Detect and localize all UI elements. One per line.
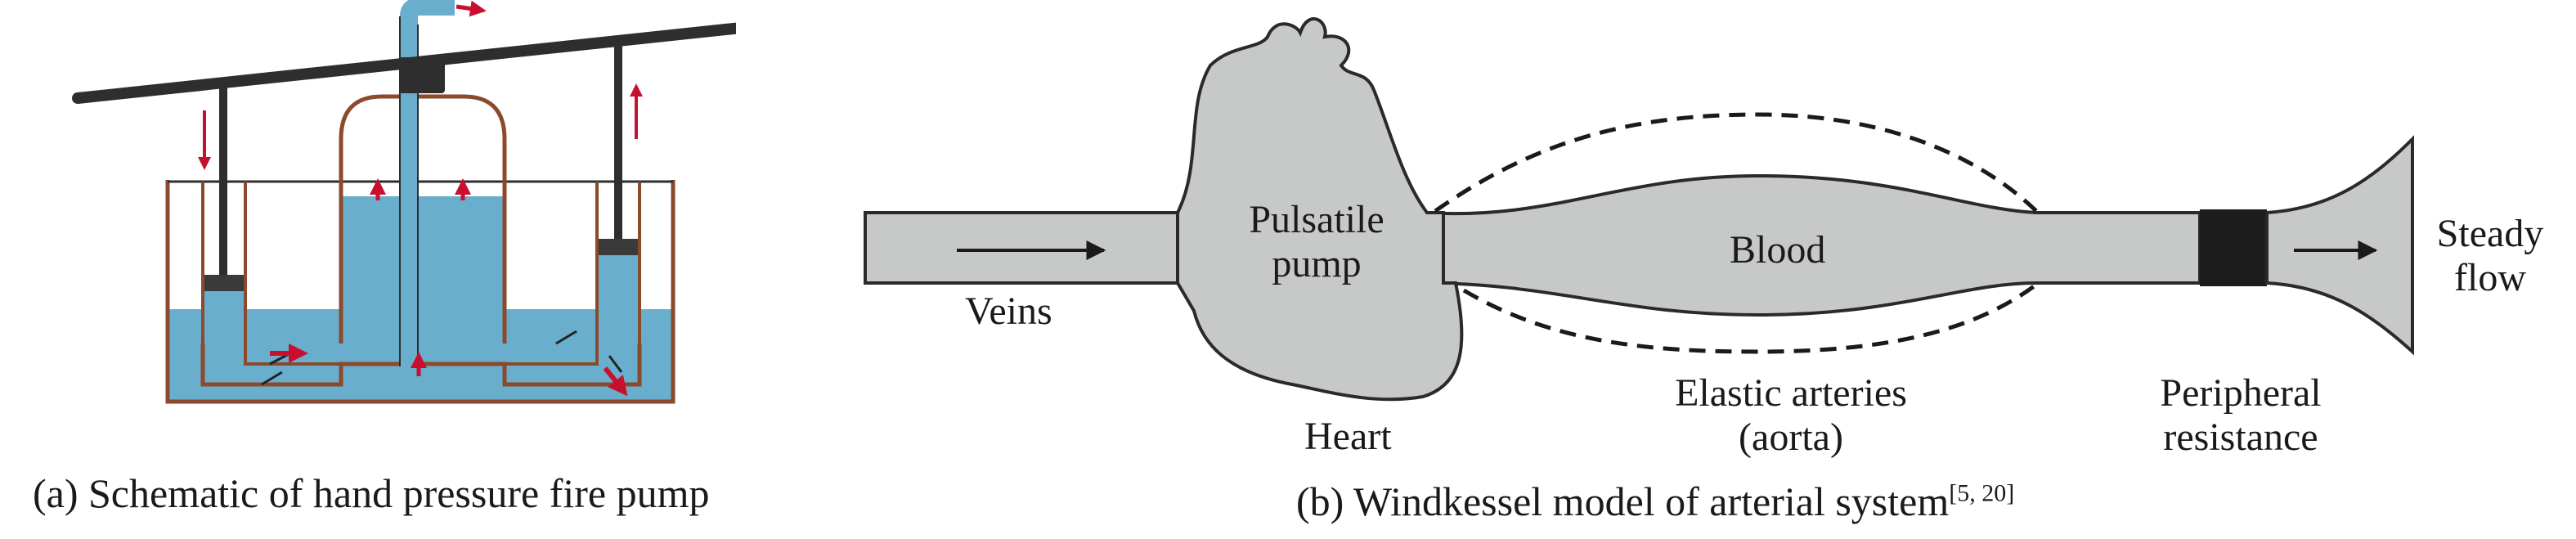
windkessel-diagram: [864, 17, 2414, 402]
caption-a: (a) Schematic of hand pressure fire pump: [33, 470, 710, 516]
label-steady-flow-line1: Steady: [2436, 212, 2544, 255]
valve-left: [261, 371, 283, 386]
label-elastic-arteries-line1: Elastic arteries: [1675, 371, 1907, 415]
label-peripheral-resistance-line2: resistance: [2163, 415, 2318, 459]
caption-b-text: (b) Windkessel model of arterial system: [1296, 478, 1950, 524]
lever-pivot: [399, 57, 445, 93]
label-steady-flow: Steady flow: [2408, 214, 2572, 298]
right-cylinder: [595, 182, 641, 344]
caption-b-ref: [5, 20]: [1949, 479, 2015, 507]
resistor-block: [2200, 209, 2267, 286]
outflow-flare: [2265, 135, 2414, 356]
heart-shape: [1176, 17, 1464, 402]
elastic-wall-top: [1434, 112, 2038, 213]
valve-right: [555, 330, 577, 345]
left-piston: [204, 275, 244, 291]
label-pulsatile-pump-line1: Pulsatile: [1249, 198, 1384, 241]
label-peripheral-resistance: Peripheral resistance: [2118, 374, 2363, 457]
fire-pump-schematic: [72, 0, 736, 404]
label-elastic-arteries-line2: (aorta): [1739, 415, 1843, 459]
outlet-pipe: [400, 0, 455, 366]
label-veins: Veins: [965, 290, 1052, 333]
left-cylinder-water: [203, 282, 245, 344]
valve-right-2: [608, 355, 623, 373]
caption-b: (b) Windkessel model of arterial system[…: [1296, 481, 2014, 522]
arrow-diag-right: [603, 366, 628, 397]
air-chamber-water: [341, 196, 505, 344]
elastic-wall-bottom: [1462, 282, 2038, 354]
label-peripheral-resistance-line1: Peripheral: [2160, 371, 2322, 415]
label-steady-flow-line2: flow: [2454, 256, 2526, 299]
label-blood: Blood: [1730, 228, 1826, 272]
left-cylinder: [201, 182, 247, 344]
label-elastic-arteries: Elastic arteries (aorta): [1619, 374, 1963, 457]
vein-tube: [864, 211, 1179, 285]
right-cylinder-water: [597, 245, 640, 344]
label-pulsatile-pump: Pulsatile pump: [1218, 200, 1415, 284]
label-heart: Heart: [1304, 415, 1392, 458]
right-piston: [599, 239, 638, 255]
manifold-inner: [244, 344, 599, 366]
label-pulsatile-pump-line2: pump: [1272, 242, 1362, 285]
tank-outline: [165, 180, 675, 404]
arrow-outlet-tip: [456, 0, 487, 17]
air-chamber-dome: [339, 94, 507, 344]
